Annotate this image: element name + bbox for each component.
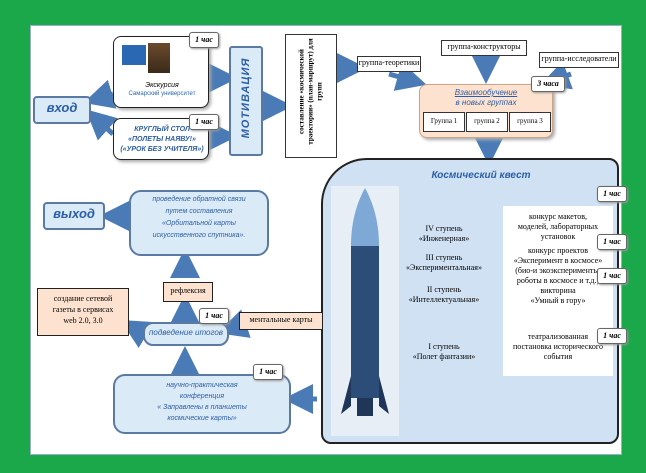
excursion-caption-university: Самарский университет: [128, 91, 196, 97]
round-table-line1: КРУГЛЫЙ СТОЛ: [134, 126, 190, 133]
activity-quiz-hours-tag: 1 час: [597, 268, 627, 284]
arrow-theorists-to-mutual: [388, 62, 427, 91]
activity-theatre-line1: театрализованная: [527, 332, 589, 341]
mental-maps-label: ментальные карты: [249, 315, 313, 324]
summary-label: подведение итогов: [149, 328, 223, 337]
excursion-hours-tag: 1 час: [189, 32, 219, 48]
group-constructors-box: [441, 40, 527, 56]
activity-theatre-line2: постановка исторического: [513, 342, 603, 351]
activity-quiz-line1: викторина: [540, 286, 576, 295]
mental-maps-box: [239, 312, 323, 330]
stage-3-line2: «Экспериментальная»: [406, 263, 482, 272]
activity-models-hours-tag: 1 час: [597, 186, 627, 202]
group-1-label: Группа 1: [430, 117, 458, 125]
excursion-box: Экскурсия Самарский университет: [113, 36, 209, 108]
feedback-line2: путем составления: [165, 208, 233, 215]
stage-2-line1: II ступень: [426, 285, 462, 294]
exit-label: выход: [53, 206, 95, 221]
arrow-summary-to-newspaper: [120, 319, 154, 349]
entry-label: вход: [46, 100, 78, 115]
conference-line4: космические карты»: [167, 415, 237, 422]
activity-models-line2: моделей, лабораторных: [517, 222, 599, 231]
mutual-learning-title: Взаимообучение: [454, 88, 518, 97]
conference-line2: конференция: [179, 393, 225, 400]
activity-projects-line2: «Эксперимент в космосе»: [513, 256, 603, 265]
round-table-hours-tag: 1 час: [189, 114, 219, 130]
activities-panel: [503, 206, 613, 376]
reflection-box: [163, 282, 213, 302]
reflection-label: рефлексия: [170, 286, 206, 295]
activity-theatre-hours-tag: 1 час: [597, 328, 627, 344]
group-theorists-box: [357, 56, 421, 72]
stage-4-line2: «Инженерная»: [418, 234, 470, 243]
activity-projects-line1: конкурс проектов: [528, 246, 588, 255]
newspaper-line2: газеты в сервисах: [52, 305, 114, 314]
entry-box: [33, 96, 91, 124]
newspaper-line3: web 2.0, 3.0: [63, 316, 103, 325]
feedback-line3: «Орбитальной карты: [162, 220, 236, 227]
motivation-box: [229, 46, 263, 156]
conference-box: [113, 374, 291, 434]
group-constructors-label: группа-конструкторы: [447, 42, 521, 51]
arrow-motivation-to-entry: [83, 79, 117, 109]
group-3-label: группа 3: [517, 117, 543, 125]
activity-models-line1: конкурс макетов,: [528, 212, 588, 221]
excursion-photo: [148, 43, 170, 73]
arrow-roundtable-to-entry: [85, 109, 118, 141]
group-1-cell: [423, 112, 465, 132]
activity-projects-line3: (био-и экоэксперименты,: [515, 266, 601, 275]
feedback-line1: проведение обратной связи: [152, 196, 246, 203]
stage-1-line2: «Полет фантазии»: [412, 352, 476, 361]
university-logo-icon: [122, 45, 146, 65]
trajectory-label: составление «космической траектории» (пл…: [297, 38, 324, 145]
group-2-label: группа 2: [474, 117, 500, 125]
activity-theatre-line3: события: [543, 352, 573, 361]
activity-quiz-line2: «Умный в гору»: [530, 296, 586, 305]
exit-box: [43, 202, 105, 230]
motivation-label: МОТИВАЦИЯ: [240, 57, 252, 139]
conference-line1: научно-практическая: [166, 382, 238, 389]
group-researchers-box: [539, 52, 619, 68]
feedback-line4: искусственного спутника».: [152, 232, 246, 239]
newspaper-line1: создание сетевой: [53, 294, 113, 303]
quest-title: Космический квест: [431, 170, 531, 181]
activity-models-line3: установок: [540, 232, 576, 241]
round-table-line3: («УРОК БЕЗ УЧИТЕЛЯ»): [120, 146, 204, 153]
conference-hours-tag: 1 час: [253, 364, 283, 380]
stage-2-line2: «Интеллектуальная»: [408, 295, 480, 304]
excursion-caption: Экскурсия: [145, 82, 179, 89]
summary-hours-tag: 1 час: [199, 308, 229, 324]
group-2-cell: [466, 112, 508, 132]
newspaper-box: [37, 288, 129, 336]
activity-projects-line4: роботы в космосе и т.д.): [516, 276, 600, 285]
round-table-line2: «ПОЛЕТЫ НАЯВУ!»: [128, 136, 196, 143]
rocket-icon: [341, 188, 389, 416]
arrow-mentalmaps-to-summary: [217, 309, 251, 338]
group-3-cell: [509, 112, 551, 132]
mutual-learning-subtitle: в новых группах: [455, 98, 517, 107]
mutual-learning-hours-tag: 3 часа: [531, 76, 565, 92]
group-theorists-label: группа-теоретики: [358, 58, 420, 67]
diagram-canvas: Экскурсия Самарский университет 1 час КР…: [30, 25, 627, 455]
conference-line3: « Заправлены в планшеты: [157, 404, 247, 411]
activity-projects-hours-tag: 1 час: [597, 234, 627, 250]
summary-box: [143, 322, 229, 346]
trajectory-box: [285, 34, 337, 158]
group-researchers-label: группа-исследователи: [541, 54, 617, 63]
feedback-box: [129, 190, 269, 256]
stage-4-line1: IV ступень: [425, 224, 463, 233]
stage-3-line1: III ступень: [425, 253, 463, 262]
stage-1-line1: I ступень: [428, 342, 460, 351]
